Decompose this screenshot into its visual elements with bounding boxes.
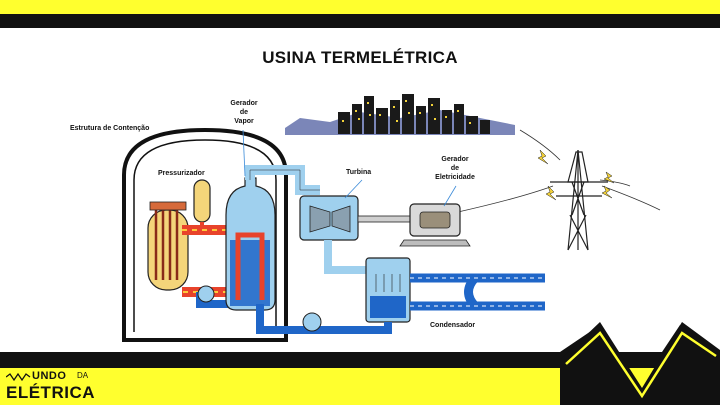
spark-icons [537, 149, 615, 201]
feed-pump [302, 312, 322, 332]
label-steam-generator-line3: Vapor [234, 118, 254, 125]
label-generator-line3: Eletricidade [435, 174, 475, 181]
top-yellow-band [0, 0, 720, 14]
label-condenser: Condensador [430, 322, 476, 329]
label-containment: Estrutura de Contenção [70, 125, 150, 132]
label-generator-line2: de [450, 165, 460, 172]
transmission-tower [550, 149, 608, 251]
steam-generator [225, 177, 276, 311]
condenser [365, 257, 411, 323]
feedwater-return [256, 304, 392, 334]
label-steam-generator-line2: de [239, 109, 249, 116]
label-generator-line1: Gerador [441, 156, 469, 163]
diagram-title: USINA TERMELÉTRICA [262, 48, 458, 67]
label-steam-generator: Gerador de Vapor [226, 99, 262, 126]
bottom-black-band [0, 352, 720, 368]
logo-line2: ELÉTRICA [6, 383, 95, 402]
electric-generator [399, 203, 471, 247]
power-lines [457, 129, 661, 213]
top-black-band [0, 14, 720, 28]
label-pressurizer: Pressurizador [158, 170, 205, 177]
label-generator: Gerador de Eletricidade [430, 155, 480, 182]
city-skyline [285, 94, 515, 135]
reactor-vessel [147, 201, 189, 291]
logo-line1: UNDO [32, 370, 67, 382]
label-turbine: Turbina [346, 169, 372, 176]
turbine [299, 195, 359, 241]
wave-icon [6, 372, 31, 382]
label-steam-generator-line1: Gerador [230, 100, 258, 107]
logo-line1-small: DA [77, 371, 89, 380]
